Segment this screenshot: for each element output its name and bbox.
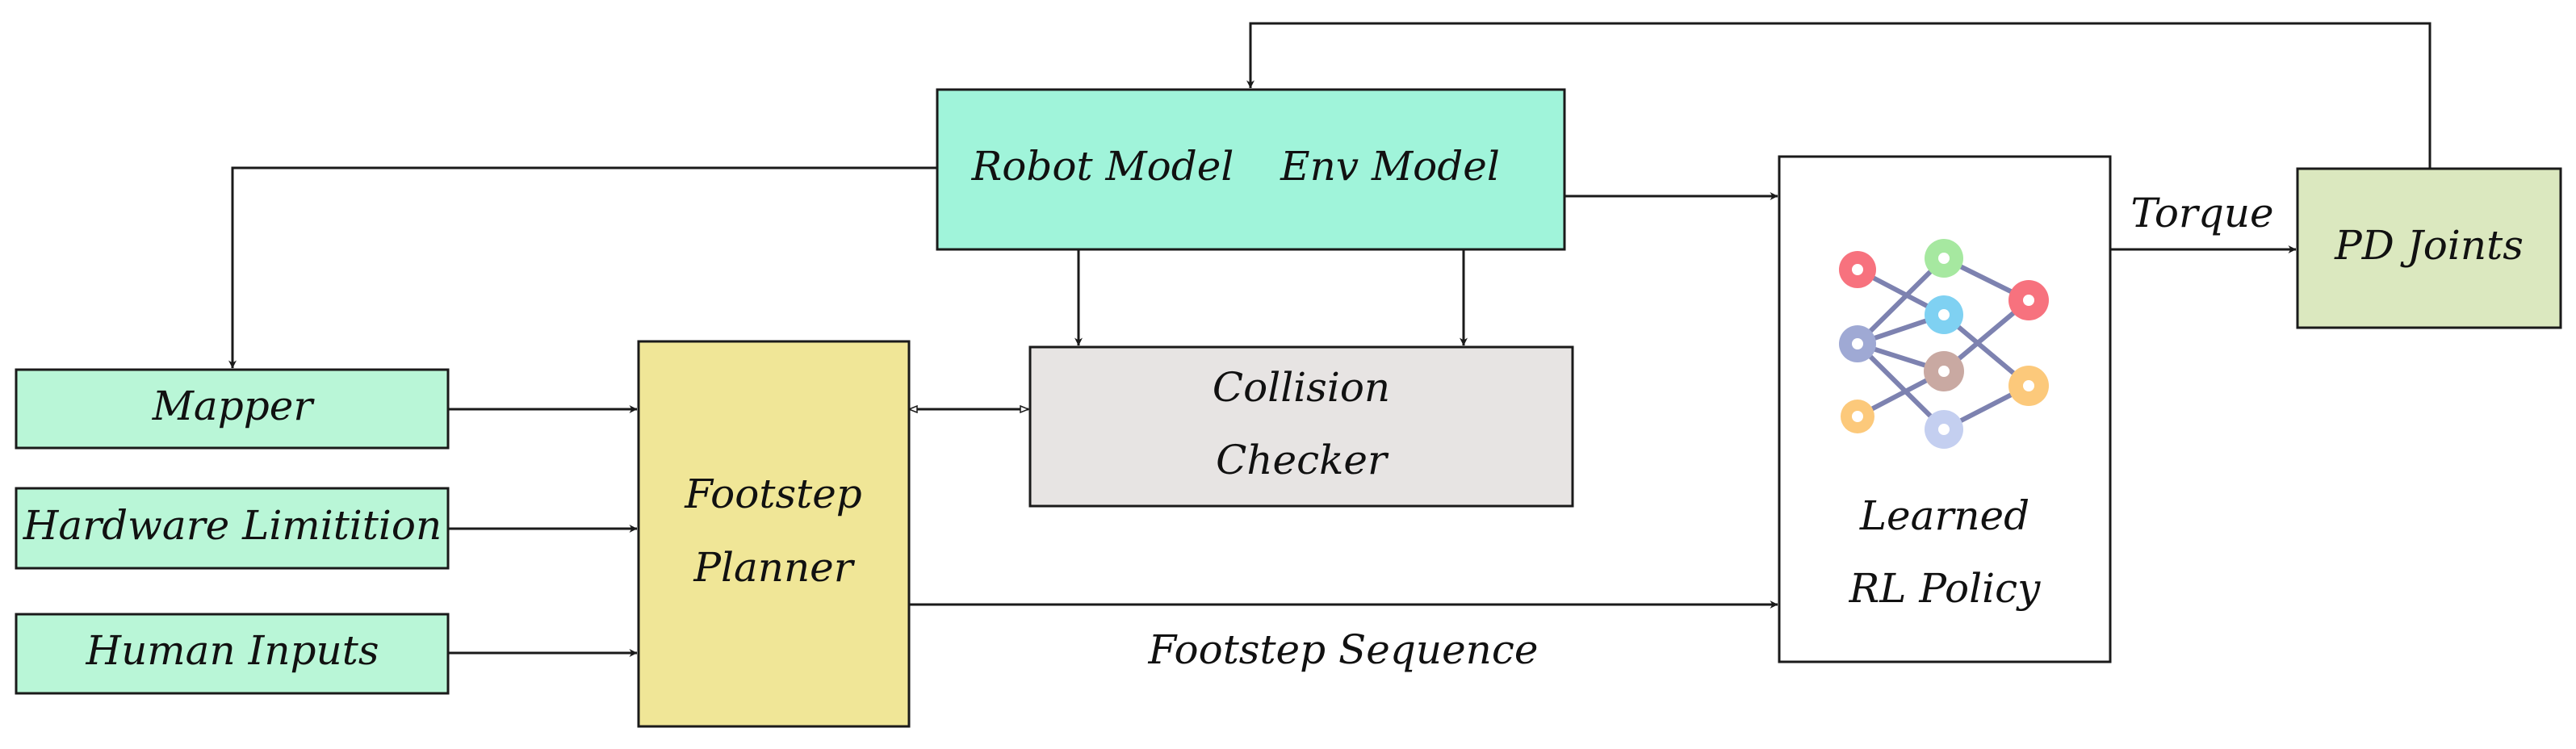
collision-checker-label-line2: Checker [1216, 437, 1389, 483]
mapper-label: Mapper [152, 383, 316, 429]
footstep-sequence-label: Footstep Sequence [1148, 626, 1539, 673]
pd-joints-block [2296, 167, 2562, 329]
human-inputs-label: Human Inputs [85, 627, 379, 674]
hardware-limits-label: Hardware Limitition [23, 502, 442, 549]
footstep-planner-label-line1: Footstep [684, 471, 862, 517]
torque-label: Torque [2130, 190, 2273, 236]
neural-network-icon [1839, 239, 2049, 449]
model-to-mapper-arrow [228, 166, 937, 369]
rl-policy-label-line2: RL Policy [1849, 565, 2041, 612]
mapper-block [15, 368, 450, 450]
env-model-label: Env Model [1280, 143, 1500, 190]
robot-model-label: Robot Model [971, 143, 1234, 190]
model-block [936, 88, 1566, 251]
pd-joints-label: PD Joints [2334, 222, 2524, 269]
collision-checker-label-line1: Collision [1213, 364, 1390, 411]
rl-policy-label-line1: Learned [1859, 492, 2029, 539]
collision-checker-block [1028, 345, 1574, 508]
hardware-limits-block [15, 487, 450, 570]
joints-feedback-arrow [1246, 22, 2431, 169]
footstep-planner-block [637, 340, 911, 728]
footstep-planner-label-line2: Planner [693, 544, 855, 591]
